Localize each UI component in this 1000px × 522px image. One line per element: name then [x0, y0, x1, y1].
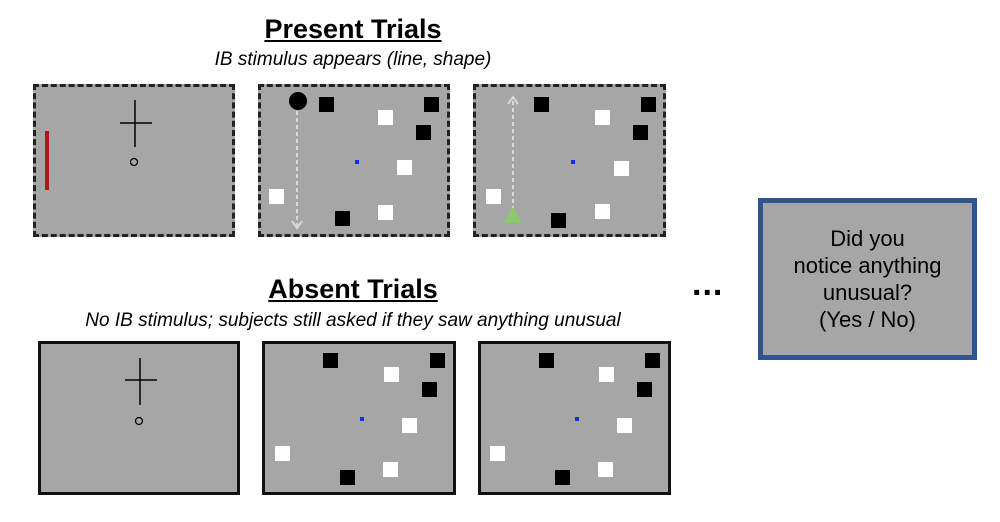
- present-fixation-panel: [33, 84, 235, 237]
- square-icon: [378, 110, 393, 125]
- fixation-cross-icon: [125, 358, 157, 405]
- square-icon: [633, 125, 648, 140]
- square-icon: [595, 204, 610, 219]
- absent-squares-panel-1: [262, 341, 456, 495]
- square-icon: [323, 353, 338, 368]
- ellipsis: ...: [692, 265, 724, 303]
- square-icon: [384, 367, 399, 382]
- square-icon: [383, 462, 398, 477]
- question-line-2: notice anything: [793, 253, 942, 278]
- square-icon: [617, 418, 632, 433]
- square-icon: [486, 189, 501, 204]
- present-trials-title: Present Trials: [264, 14, 442, 44]
- fixation-point: [355, 160, 359, 164]
- question-box: Did you notice anything unusual? (Yes / …: [758, 198, 977, 360]
- present-circle-panel: [258, 84, 450, 237]
- square-icon: [319, 97, 334, 112]
- absent-trials-title: Absent Trials: [268, 274, 438, 304]
- present-trials-subtitle: IB stimulus appears (line, shape): [214, 49, 492, 70]
- present-triangle-panel: [473, 84, 666, 237]
- absent-squares-panel-2: [478, 341, 671, 495]
- square-icon: [637, 382, 652, 397]
- square-icon: [539, 353, 554, 368]
- square-icon: [641, 97, 656, 112]
- fixation-point: [571, 160, 575, 164]
- question-line-3: unusual?: [822, 280, 913, 305]
- square-icon: [422, 382, 437, 397]
- absent-trials-subtitle: No IB stimulus; subjects still asked if …: [85, 310, 621, 331]
- square-icon: [378, 205, 393, 220]
- square-icon: [534, 97, 549, 112]
- triangle-icon: [504, 207, 522, 223]
- question-line-4: (Yes / No): [818, 307, 916, 332]
- square-icon: [402, 418, 417, 433]
- circle-icon: [129, 157, 139, 167]
- square-icon: [555, 470, 570, 485]
- fixation-point: [360, 417, 364, 421]
- square-icon: [397, 160, 412, 175]
- square-icon: [645, 353, 660, 368]
- square-icon: [430, 353, 445, 368]
- circle-icon: [134, 416, 144, 426]
- square-icon: [269, 189, 284, 204]
- square-icon: [424, 97, 439, 112]
- square-icon: [335, 211, 350, 226]
- square-icon: [490, 446, 505, 461]
- fixation-cross-icon: [120, 100, 152, 147]
- square-icon: [340, 470, 355, 485]
- square-icon: [599, 367, 614, 382]
- square-icon: [598, 462, 613, 477]
- fixation-point: [575, 417, 579, 421]
- square-icon: [275, 446, 290, 461]
- question-line-1: Did you: [830, 226, 905, 251]
- square-icon: [595, 110, 610, 125]
- square-icon: [551, 213, 566, 228]
- square-icon: [416, 125, 431, 140]
- absent-fixation-panel: [38, 341, 240, 495]
- square-icon: [614, 161, 629, 176]
- ib-black-circle: [289, 92, 307, 110]
